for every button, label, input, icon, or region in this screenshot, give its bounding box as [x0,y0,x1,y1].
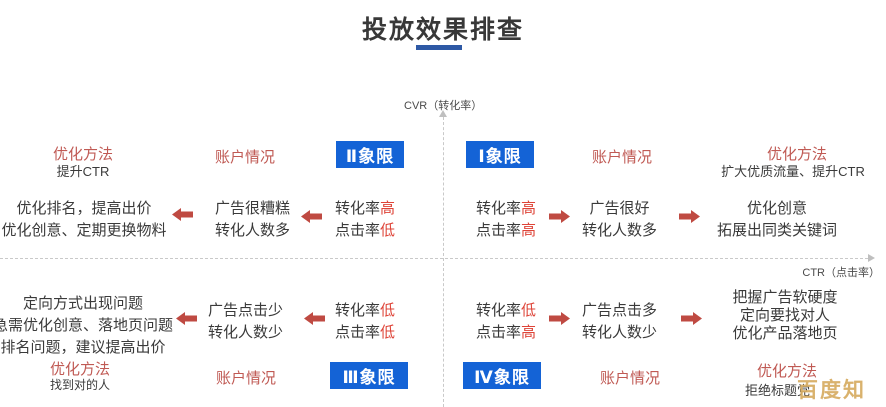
q3-account-label: 账户情况 [215,370,276,387]
q3-method-text: 定向方式出现问题 急需优化创意、落地页问题 排名问题，建议提高出价 [0,293,183,359]
text-line: 急需优化创意、落地页问题 [0,317,173,334]
q4-method-text: 把握广告软硬度 定向要找对人 优化产品落地页 [702,289,868,343]
q3-method-label: 优化方法 [49,361,110,378]
metric-value: 低 [380,222,396,239]
text-line: 定向方式出现问题 [22,295,143,312]
metric-prefix: 转化率 [334,302,380,319]
metric-value: 低 [521,302,537,319]
text-line: 优化创意、定期更换物料 [1,222,167,239]
text-line: 广告点击多 [581,302,657,319]
metric-line: 点击率高 [468,322,544,344]
text-line: 拓展出同类关键词 [716,222,837,239]
metric-prefix: 转化率 [475,200,521,217]
metric-line: 点击率低 [327,220,403,242]
text-line: 广告很糟糕 [214,200,290,217]
arrow-right-icon [549,312,570,325]
text-line: 优化创意 [746,200,807,217]
metric-prefix: 点击率 [475,324,521,341]
text-line: 转化人数多 [214,222,290,239]
metric-prefix: 点击率 [475,222,521,239]
q4-method-label: 优化方法 [756,363,817,380]
baidu-zhidao-watermark: 百度知道 [797,379,866,402]
metric-value: 高 [521,222,537,239]
q4-account-text: 广告点击多 转化人数少 [572,300,667,344]
text-line: 转化人数少 [207,324,283,341]
text-line: 优化产品落地页 [732,325,838,342]
metric-line: 转化率低 [327,300,403,322]
y-axis-label: CVR（转化率） [404,100,483,112]
q3-badge: Ⅲ象限 [330,362,408,389]
y-axis-line [443,117,444,407]
text-line: 广告很好 [589,200,650,217]
metric-line: 点击率高 [468,220,544,242]
metric-value: 低 [380,302,396,319]
q2-method-label: 优化方法 [52,146,113,163]
q1-method-label: 优化方法 [766,146,827,163]
metric-line: 转化率低 [468,300,544,322]
metric-value: 高 [521,324,537,341]
text-line: 广告点击少 [207,302,283,319]
metric-prefix: 转化率 [475,302,521,319]
metric-prefix: 转化率 [334,200,380,217]
q2-badge: Ⅱ象限 [336,141,404,168]
q2-account-label: 账户情况 [214,149,275,166]
q2-metrics: 转化率高 点击率低 [327,198,403,242]
arrow-left-icon [172,208,193,221]
text-line: 优化排名，提高出价 [16,200,152,217]
text-line: 排名问题，建议提高出价 [0,339,166,356]
metric-value: 高 [521,200,537,217]
arrow-left-icon [304,312,325,325]
q3-method-note: 找到对的人 [49,378,110,392]
metric-line: 点击率低 [327,322,403,344]
q2-method-note: 提升CTR [56,164,110,179]
metric-prefix: 点击率 [334,222,380,239]
x-axis-label: CTR（点击率） [802,267,880,279]
title-underline [416,45,462,50]
q2-account-text: 广告很糟糕 转化人数多 [205,198,300,242]
q3-metrics: 转化率低 点击率低 [327,300,403,344]
arrow-right-icon [681,312,702,325]
q4-badge: Ⅳ象限 [463,362,541,389]
q4-method-note: 拒绝标题党 [745,383,811,398]
q4-account-label: 账户情况 [599,370,660,387]
metric-value: 低 [380,324,396,341]
q1-badge: Ⅰ象限 [466,141,534,168]
x-axis-arrow-icon [868,254,875,262]
arrow-left-icon [301,210,322,223]
text-line: 转化人数多 [581,222,657,239]
q1-account-label: 账户情况 [591,149,652,166]
y-axis-arrow-icon [439,110,447,117]
q1-method-note: 扩大优质流量、提升CTR [721,164,865,179]
text-line: 把握广告软硬度 [732,289,838,306]
arrow-right-icon [549,210,570,223]
q1-metrics: 转化率高 点击率高 [468,198,544,242]
page-title: 投放效果排查 [361,16,524,44]
text-line: 定向要找对人 [739,307,830,324]
text-line: 转化人数少 [581,324,657,341]
metric-line: 转化率高 [468,198,544,220]
metric-line: 转化率高 [327,198,403,220]
arrow-right-icon [679,210,700,223]
q1-account-text: 广告很好 转化人数多 [572,198,667,242]
q1-method-text: 优化创意 拓展出同类关键词 [694,198,860,242]
metric-value: 高 [380,200,396,217]
x-axis-line [0,258,868,259]
metric-prefix: 点击率 [334,324,380,341]
q4-metrics: 转化率低 点击率高 [468,300,544,344]
q2-method-text: 优化排名，提高出价 优化创意、定期更换物料 [0,198,177,242]
arrow-left-icon [176,312,197,325]
q3-account-text: 广告点击少 转化人数少 [198,300,293,344]
